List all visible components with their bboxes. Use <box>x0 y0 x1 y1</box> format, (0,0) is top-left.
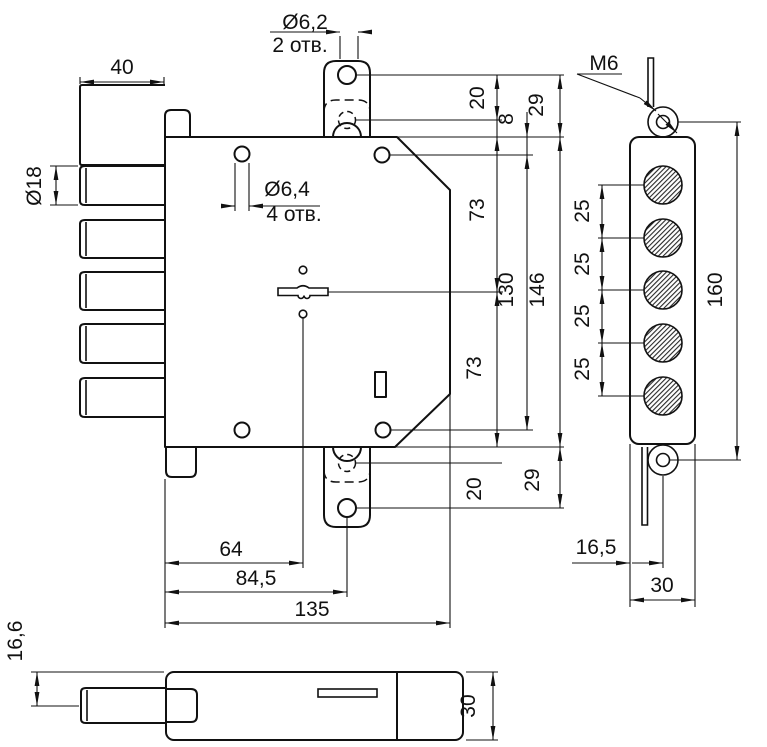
dim-m6: M6 <box>589 52 618 75</box>
bolt-section-5 <box>643 376 683 416</box>
mount-hole-bottom-left <box>233 421 251 439</box>
dim-64h: Ø6,4 <box>264 178 310 201</box>
bottom-bolt <box>80 687 166 724</box>
screw-bottom-inner <box>655 452 671 468</box>
strip-top <box>647 57 655 107</box>
dim-64: 64 <box>219 538 243 561</box>
dim-146: 146 <box>526 272 549 307</box>
dim-160: 160 <box>704 272 727 307</box>
side-view <box>629 57 696 526</box>
dim-8: 8 <box>495 113 518 125</box>
dim-25-2: 25 <box>571 252 594 275</box>
dim-29-bottom: 29 <box>521 468 544 491</box>
bottom-tab-fold-line <box>323 469 371 483</box>
dim-73-lower: 73 <box>463 356 486 379</box>
dim-40: 40 <box>110 56 133 79</box>
leader-m6-b <box>639 97 657 112</box>
bolt-3 <box>79 271 165 311</box>
drive-block <box>79 84 165 166</box>
bottom-slot <box>317 688 378 698</box>
dim-845: 84,5 <box>236 567 277 590</box>
cylinder-slot <box>374 371 387 398</box>
dim-62-count: 2 отв. <box>272 34 327 57</box>
bolt-2 <box>79 219 165 259</box>
key-pin-upper <box>298 265 308 275</box>
bolt-1 <box>79 165 165 206</box>
side-view-dimensions: M6 25 25 25 25 160 16,5 30 <box>571 52 741 607</box>
top-tab-boss <box>332 122 362 138</box>
dim-30-side: 30 <box>650 574 673 597</box>
screw-slot-arrow <box>657 113 678 134</box>
bottom-tab-hidden-hole <box>337 453 357 473</box>
mount-hole-top-right <box>373 146 391 164</box>
dim-165: 16,5 <box>576 536 617 559</box>
bottom-ear-block <box>166 688 198 723</box>
bolt-section-2 <box>643 218 683 258</box>
top-left-ear <box>164 109 191 137</box>
dim-20-bottom: 20 <box>463 477 486 500</box>
bottom-left-ear <box>165 447 197 478</box>
mount-hole-bottom-right <box>374 421 392 439</box>
key-cross-section <box>277 284 329 300</box>
bolt-section-3 <box>643 270 683 310</box>
dim-64h-count: 4 отв. <box>266 203 321 226</box>
top-tab-fold-line <box>323 99 371 113</box>
dim-25-3: 25 <box>571 304 594 327</box>
top-tab-hidden-hole <box>337 110 357 130</box>
bolt-section-4 <box>643 323 683 363</box>
strip-bottom <box>641 447 649 526</box>
bottom-tab-boss <box>332 446 362 462</box>
dim-29-top: 29 <box>525 93 548 116</box>
bolt-4 <box>79 323 165 364</box>
dim-62: Ø6,2 <box>282 11 328 34</box>
bottom-body <box>165 671 464 741</box>
dim-73-upper: 73 <box>466 198 489 221</box>
leader-m6-a <box>576 73 641 99</box>
bottom-view-dimensions: 16,6 30 <box>4 621 498 741</box>
dim-130: 130 <box>495 272 518 307</box>
dim-18: Ø18 <box>23 166 46 206</box>
front-view-dimensions: 40 Ø18 Ø6,2 2 отв. Ø6,4 4 отв. <box>23 11 564 628</box>
bottom-view <box>80 671 464 741</box>
front-view <box>79 60 451 528</box>
dim-135: 135 <box>294 598 329 621</box>
top-mount-tab <box>323 60 371 137</box>
dim-166: 16,6 <box>4 621 27 662</box>
dim-25-1: 25 <box>571 199 594 222</box>
mount-hole-top-left <box>233 145 251 163</box>
key-pin-lower <box>298 309 308 319</box>
dim-30-bottom: 30 <box>457 694 480 717</box>
dim-20-top: 20 <box>466 86 489 109</box>
dim-25-4: 25 <box>571 357 594 380</box>
bolt-section-1 <box>643 165 683 205</box>
bolt-5 <box>79 377 165 418</box>
